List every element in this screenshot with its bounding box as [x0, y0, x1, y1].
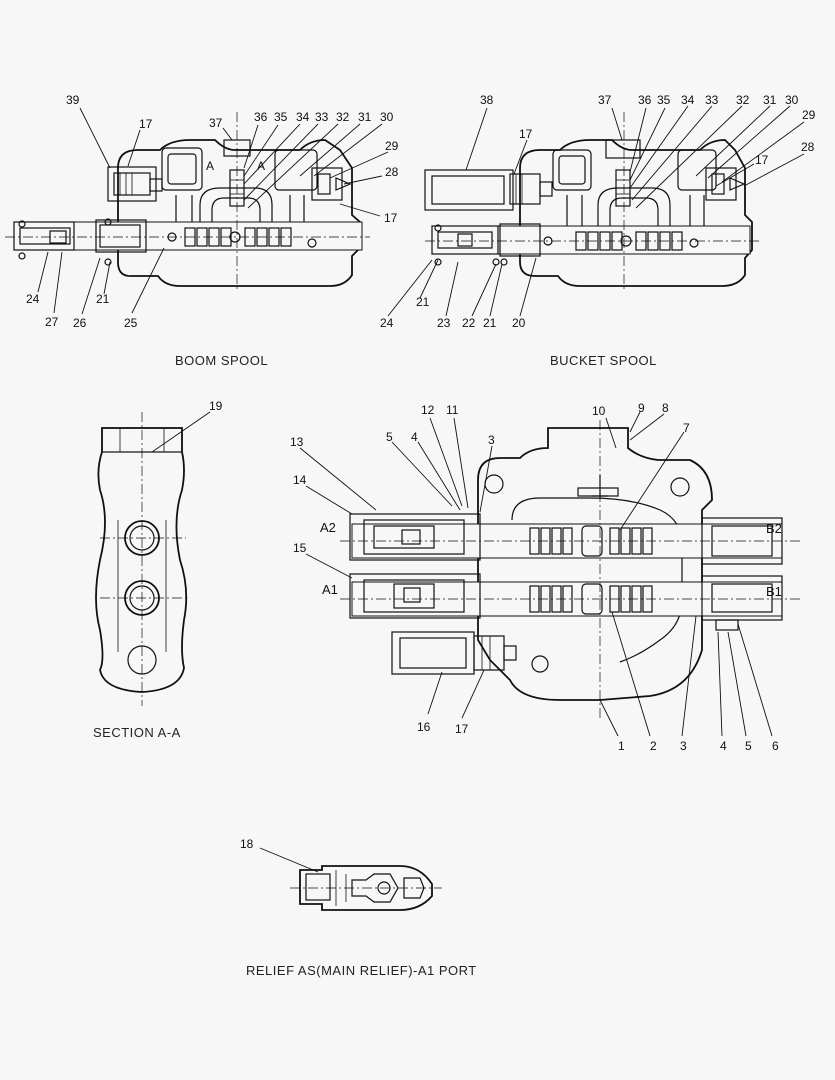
callout-bucket-22: 22 — [462, 316, 476, 330]
callout-boom-36: 36 — [254, 110, 268, 124]
callout-main-5-bottom: 5 — [745, 739, 752, 753]
callout-main-15: 15 — [293, 541, 307, 555]
callout-main-5-top: 5 — [386, 430, 393, 444]
bucket-spool-caption: BUCKET SPOOL — [550, 353, 657, 368]
port-label-a1: A1 — [322, 582, 338, 597]
callout-bucket-20: 20 — [512, 316, 526, 330]
callout-bucket-35: 35 — [657, 93, 671, 107]
callout-boom-24: 24 — [26, 292, 40, 306]
callout-boom-28: 28 — [385, 165, 399, 179]
callout-boom-27: 27 — [45, 315, 59, 329]
boom-spool-caption: BOOM SPOOL — [175, 353, 268, 368]
callout-boom-39: 39 — [66, 93, 80, 107]
section-mark-a-right: A — [257, 159, 265, 173]
callout-boom-17-top: 17 — [139, 117, 153, 131]
section-a-a-caption: SECTION A-A — [93, 725, 181, 740]
callout-boom-17-right: 17 — [384, 211, 398, 225]
callout-leaders — [37, 105, 805, 873]
callout-boom-26: 26 — [73, 316, 87, 330]
callout-main-12: 12 — [421, 403, 435, 417]
callout-main-14: 14 — [293, 473, 307, 487]
callout-bucket-21-left: 21 — [416, 295, 430, 309]
section-a-a-view — [95, 412, 188, 706]
port-label-b1: B1 — [766, 584, 782, 599]
callout-main-2: 2 — [650, 739, 657, 753]
callout-relief-18: 18 — [240, 837, 254, 851]
callout-bucket-23: 23 — [437, 316, 451, 330]
callout-boom-29: 29 — [385, 139, 399, 153]
callout-bucket-30: 30 — [785, 93, 799, 107]
callout-boom-37: 37 — [209, 116, 223, 130]
callout-main-3-bottom: 3 — [680, 739, 687, 753]
callout-boom-32: 32 — [336, 110, 350, 124]
callout-bucket-17-top: 17 — [519, 127, 533, 141]
callout-main-10: 10 — [592, 404, 606, 418]
callout-main-13: 13 — [290, 435, 304, 449]
boom-spool-view — [5, 112, 370, 290]
callout-main-11: 11 — [446, 403, 459, 417]
callout-bucket-38: 38 — [480, 93, 494, 107]
callout-boom-30: 30 — [380, 110, 394, 124]
callout-main-16: 16 — [417, 720, 431, 734]
callout-bucket-34: 34 — [681, 93, 695, 107]
callout-boom-35: 35 — [274, 110, 288, 124]
callout-bucket-33: 33 — [705, 93, 719, 107]
callout-bucket-28: 28 — [801, 140, 815, 154]
callout-main-8: 8 — [662, 401, 669, 415]
callout-bucket-21-right: 21 — [483, 316, 497, 330]
callout-bucket-36: 36 — [638, 93, 652, 107]
port-label-a2: A2 — [320, 520, 336, 535]
main-relief-assembly-view — [290, 865, 442, 911]
callout-boom-33: 33 — [315, 110, 329, 124]
callout-boom-25: 25 — [124, 316, 138, 330]
port-label-b2: B2 — [766, 521, 782, 536]
section-mark-a-left: A — [206, 159, 214, 173]
callout-bucket-17-right: 17 — [755, 153, 769, 167]
main-valve-assembly-view — [340, 420, 800, 720]
bucket-spool-view — [424, 112, 760, 290]
relief-assembly-caption: RELIEF AS(MAIN RELIEF)-A1 PORT — [246, 963, 477, 978]
callout-main-17: 17 — [455, 722, 469, 736]
callout-bucket-37: 37 — [598, 93, 612, 107]
callout-main-7: 7 — [683, 421, 690, 435]
callout-bucket-29: 29 — [802, 108, 816, 122]
callout-bucket-24: 24 — [380, 316, 394, 330]
callout-main-4-top: 4 — [411, 430, 418, 444]
callout-boom-31: 31 — [358, 110, 372, 124]
callout-main-6: 6 — [772, 739, 779, 753]
callout-boom-21: 21 — [96, 292, 110, 306]
callout-bucket-31: 31 — [763, 93, 777, 107]
callout-boom-34: 34 — [296, 110, 310, 124]
callout-main-3-top: 3 — [488, 433, 495, 447]
callout-main-4-bottom: 4 — [720, 739, 727, 753]
callout-main-1: 1 — [618, 739, 625, 753]
callout-section-19: 19 — [209, 399, 223, 413]
callout-bucket-32: 32 — [736, 93, 750, 107]
callout-main-9: 9 — [638, 401, 645, 415]
